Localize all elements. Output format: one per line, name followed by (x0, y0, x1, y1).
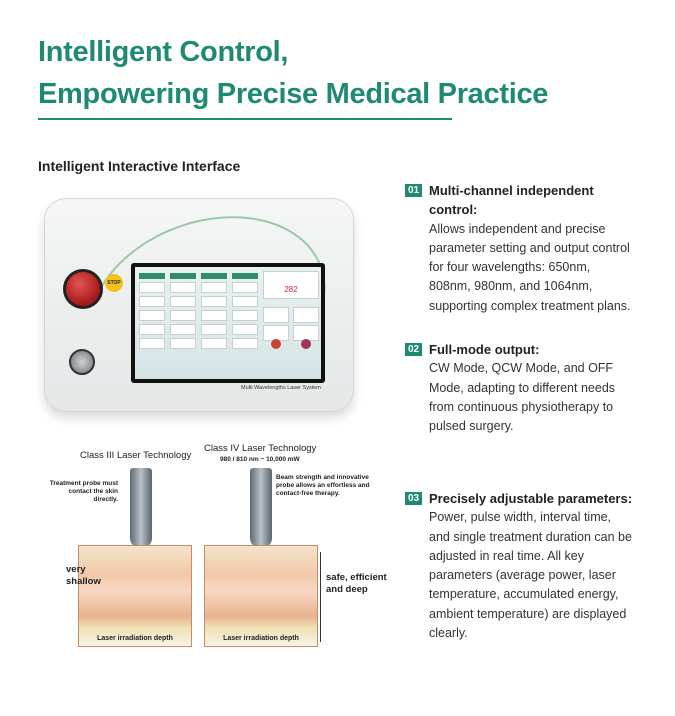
power-icon (271, 339, 281, 349)
stop-icon (301, 339, 311, 349)
very-shallow-label: very shallow (66, 564, 101, 587)
depth-label-right: Laser irradiation depth (223, 635, 299, 642)
channel-980 (201, 271, 227, 349)
channel-808 (170, 271, 196, 349)
feature-title: Multi-channel independent control: (429, 183, 594, 218)
class4-note: Beam strength and innovative probe allow… (276, 474, 370, 497)
safe-deep-label: safe, efficient and deep (326, 572, 387, 595)
feature-title: Precisely adjustable parameters: (429, 491, 633, 506)
depth-indicator-line (320, 552, 321, 642)
class3-note: Treatment probe must contact the skin di… (49, 480, 118, 503)
channel-650 (139, 271, 165, 349)
timer-display: 282 (263, 271, 319, 299)
feature-01: 01 Multi-channel independent control: Al… (405, 181, 635, 316)
channel-1064 (232, 271, 258, 349)
feature-body: CW Mode, QCW Mode, and OFF Mode, adaptin… (429, 361, 616, 434)
feature-title: Full-mode output: (429, 342, 540, 357)
page-title-line-1: Intelligent Control, (38, 36, 289, 68)
class4-subtitle: 980 / 810 nm ~ 10,000 mW (220, 456, 300, 463)
key-switch-icon (69, 349, 95, 375)
class3-skin-block: Laser irradiation depth (78, 545, 192, 647)
feature-body: Power, pulse width, interval time, and s… (429, 510, 632, 641)
status-box (293, 307, 319, 323)
class3-title: Class III Laser Technology (80, 450, 192, 461)
laser-device-image: STOP 282 (44, 184, 354, 432)
page-title-line-2: Empowering Precise Medical Practice (38, 78, 549, 110)
class4-skin-block: Laser irradiation depth (204, 545, 318, 647)
feature-number: 02 (405, 343, 422, 356)
feature-02: 02 Full-mode output: CW Mode, QCW Mode, … (405, 340, 635, 436)
device-housing: STOP 282 (44, 184, 354, 432)
screen-ui: 282 (135, 267, 321, 379)
section-heading: Intelligent Interactive Interface (38, 158, 241, 174)
title-divider (38, 118, 452, 120)
stop-badge: STOP (105, 274, 123, 292)
class4-title: Class IV Laser Technology (204, 443, 317, 454)
laser-depth-diagram: Class III Laser Technology Class IV Lase… (44, 440, 404, 650)
depth-label-left: Laser irradiation depth (97, 635, 173, 642)
feature-03: 03 Precisely adjustable parameters: Powe… (405, 489, 635, 643)
device-label: Multi Wavelengths Laser System (241, 385, 321, 391)
feature-body: Allows independent and precise parameter… (429, 221, 631, 313)
status-box (263, 307, 289, 323)
feature-number: 01 (405, 184, 422, 197)
class4-probe-icon (250, 468, 272, 548)
class3-probe-icon (130, 468, 152, 548)
touch-screen: 282 (131, 263, 325, 383)
emergency-stop-button-icon (63, 269, 103, 309)
feature-number: 03 (405, 492, 422, 505)
